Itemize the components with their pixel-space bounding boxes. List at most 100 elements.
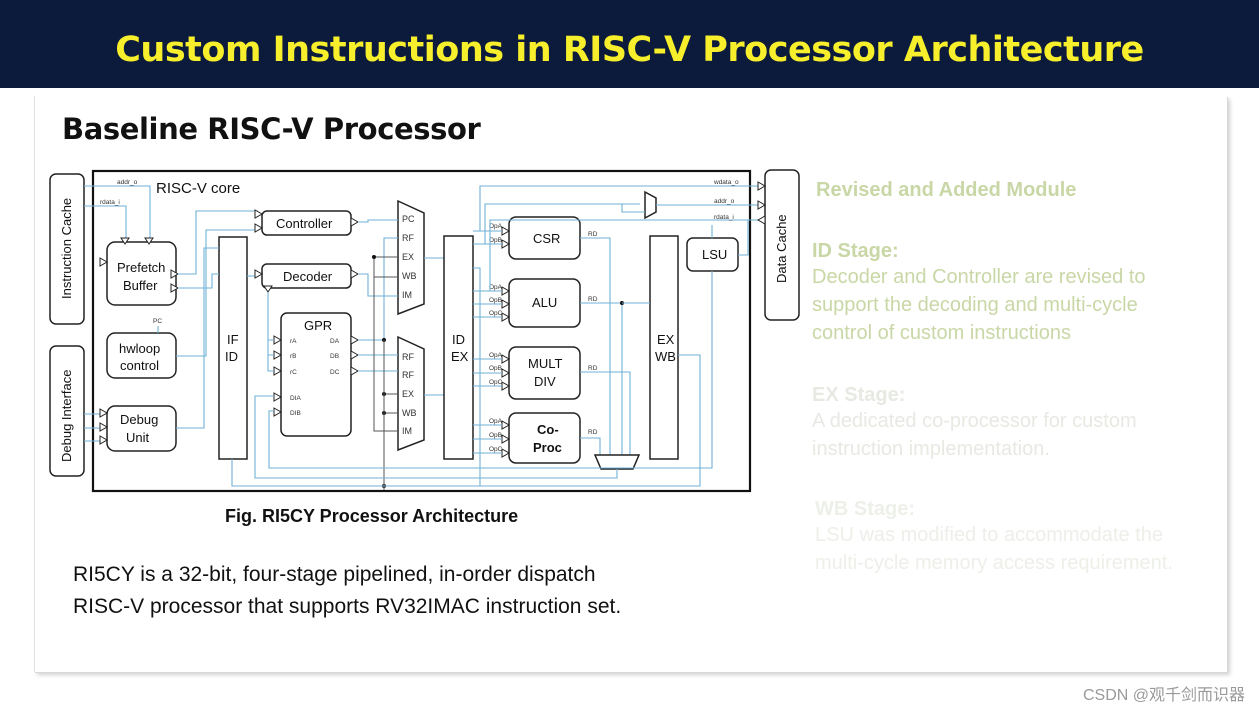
ex-stage-line-2: instruction implementation. — [812, 438, 1050, 460]
svg-text:Proc: Proc — [533, 440, 562, 455]
id-stage-line-1: Decoder and Controller are revised to — [812, 266, 1146, 288]
prefetch-label-1: Prefetch — [117, 260, 165, 275]
alu-unit: ALU — [508, 278, 581, 328]
wb-stage-note: WB Stage: LSU was modified to accommodat… — [815, 498, 1173, 577]
mult-opb: OpB — [489, 365, 502, 372]
prefetch-label-2: Buffer — [123, 278, 158, 293]
gpr-db: DB — [330, 353, 339, 360]
figure-caption: Fig. RI5CY Processor Architecture — [225, 506, 519, 526]
idex-label-2: EX — [451, 349, 469, 364]
coprocessor-unit: Co- Proc — [508, 412, 581, 464]
exwb-label-1: EX — [657, 332, 675, 347]
mux-im: IM — [402, 290, 412, 300]
debug-interface-label: Debug Interface — [59, 369, 74, 462]
mux-ex: EX — [402, 252, 414, 262]
id-stage-line-3: control of custom instructions — [812, 322, 1071, 344]
mux2-im: IM — [402, 426, 412, 436]
hwloop-label-2: control — [120, 358, 159, 373]
ex-stage-line-1: A dedicated co-processor for custom — [812, 410, 1137, 432]
mux2-rf1: RF — [402, 352, 414, 362]
csr-opa: OpA — [489, 223, 503, 230]
addr-o-label: addr_o — [117, 179, 138, 186]
svg-text:ALU: ALU — [532, 295, 557, 310]
alu-rd: RD — [588, 296, 598, 303]
ex-wb-register — [649, 235, 679, 460]
gpr-label: GPR — [304, 318, 332, 333]
addr-o-right-label: addr_o — [714, 198, 735, 205]
title-banner — [0, 0, 1259, 88]
panel-title: Revised and Added Module — [816, 179, 1077, 201]
id-stage-note: ID Stage: Decoder and Controller are rev… — [812, 240, 1146, 347]
debug-interface — [49, 345, 85, 477]
wb-stage-heading: WB Stage: — [815, 498, 915, 520]
id-stage-line-2: support the decoding and multi-cycle — [812, 294, 1138, 316]
gpr-rb: rB — [290, 353, 297, 360]
mux2-ex: EX — [402, 389, 414, 399]
lsu-label: LSU — [702, 247, 727, 262]
coproc-opc: OpC — [489, 446, 503, 453]
coproc-rd: RD — [588, 429, 598, 436]
instruction-cache-label: Instruction Cache — [59, 198, 74, 299]
address-mux — [644, 190, 657, 220]
rdata-i-label: rdata_i — [100, 199, 120, 206]
decoder-label: Decoder — [283, 269, 333, 284]
wdata-o-label: wdata_o — [713, 179, 739, 186]
core-label: RISC-V core — [156, 180, 240, 197]
gpr-da: DA — [330, 338, 340, 345]
mux-pc: PC — [402, 214, 415, 224]
id-ex-register — [443, 235, 474, 460]
mult-rd: RD — [588, 365, 598, 372]
svg-text:MULT: MULT — [528, 356, 562, 371]
csr-rd: RD — [588, 231, 598, 238]
mux-rf: RF — [402, 233, 414, 243]
result-mux — [593, 454, 641, 470]
gpr-ra: rA — [290, 338, 297, 345]
watermark: CSDN @观千剑而识器 — [1082, 687, 1245, 704]
gpr-dib: DIB — [290, 410, 301, 417]
mux2-rf2: RF — [402, 370, 414, 380]
alu-opc: OpC — [489, 310, 503, 317]
csr-opb: OpB — [489, 237, 502, 244]
mult-div-unit: MULT DIV — [508, 346, 581, 400]
ex-stage-heading: EX Stage: — [812, 384, 906, 406]
wb-stage-line-2: multi-cycle memory access requirement. — [815, 552, 1173, 574]
ifid-label-2: ID — [225, 349, 238, 364]
alu-opb: OpB — [489, 297, 502, 304]
svg-text:CSR: CSR — [533, 231, 560, 246]
ex-stage-note: EX Stage: A dedicated co-processor for c… — [812, 384, 1137, 463]
exwb-label-2: WB — [655, 349, 676, 364]
alu-opa: OpA — [489, 284, 503, 291]
data-cache-label: Data Cache — [774, 214, 789, 283]
data-cache — [764, 169, 800, 321]
svg-text:Co-: Co- — [537, 422, 559, 437]
description-line-2: RISC-V processor that supports RV32IMAC … — [73, 595, 622, 618]
wb-stage-line-1: LSU was modified to accommodate the — [815, 524, 1163, 546]
description-line-1: RI5CY is a 32-bit, four-stage pipelined,… — [73, 563, 596, 586]
description-text: RI5CY is a 32-bit, four-stage pipelined,… — [73, 559, 753, 623]
hwloop-pc-label: PC — [153, 318, 162, 325]
idex-label-1: ID — [452, 332, 465, 347]
slide-title: Custom Instructions in RISC-V Processor … — [115, 30, 1144, 70]
instruction-cache — [49, 173, 85, 325]
lower-mux — [397, 335, 425, 452]
gpr-rc: rC — [290, 369, 297, 376]
debug-label-1: Debug — [120, 412, 158, 427]
debug-label-2: Unit — [126, 430, 150, 445]
gpr-dc: DC — [330, 369, 340, 376]
if-id-register — [218, 236, 248, 460]
riscv-core-boundary — [91, 169, 752, 493]
mux-wb: WB — [402, 271, 417, 281]
ifid-label-1: IF — [227, 332, 239, 347]
mult-opa: OpA — [489, 352, 503, 359]
rdata-i-right-label: rdata_i — [714, 214, 734, 221]
coproc-opa: OpA — [489, 418, 503, 425]
svg-text:DIV: DIV — [534, 374, 556, 389]
section-heading: Baseline RISC-V Processor — [62, 112, 481, 146]
coproc-opb: OpB — [489, 432, 502, 439]
hwloop-label-1: hwloop — [119, 341, 160, 356]
gpr-dia: DIA — [290, 395, 302, 402]
csr-unit: CSR — [508, 216, 581, 260]
mult-opc: OpC — [489, 379, 503, 386]
mux2-wb: WB — [402, 408, 417, 418]
